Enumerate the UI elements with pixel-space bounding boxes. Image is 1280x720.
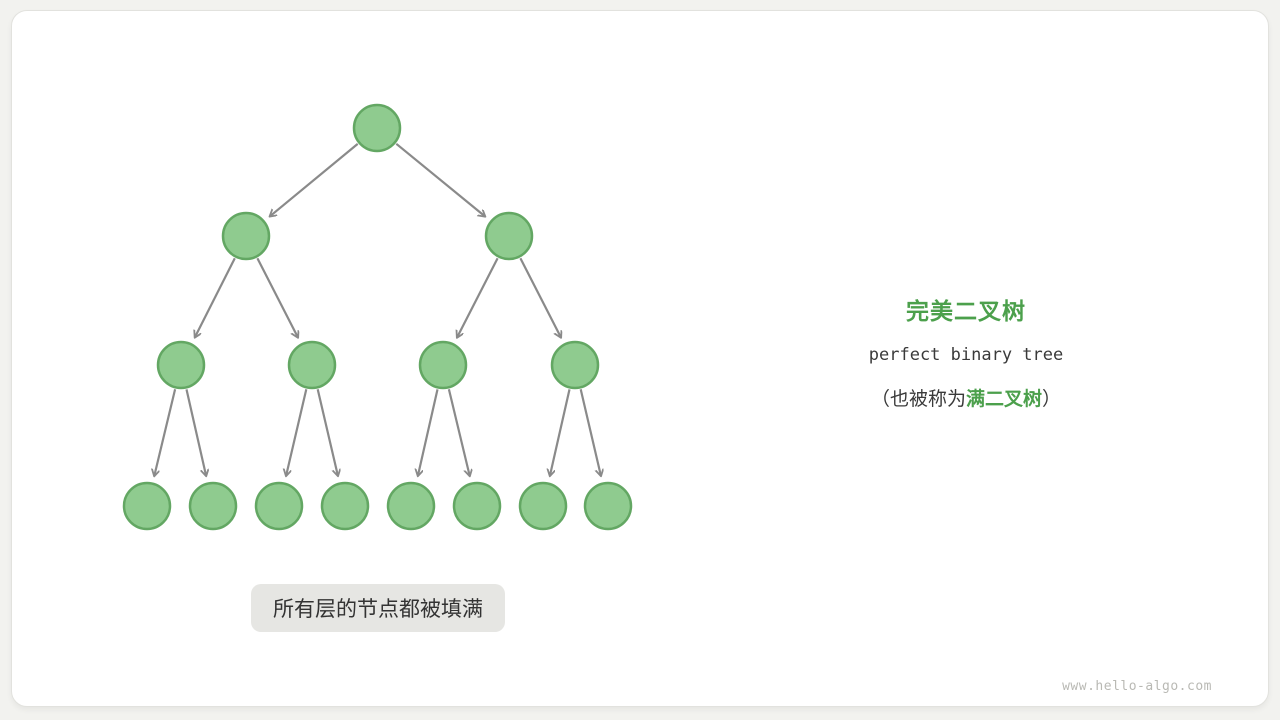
note-suffix: ） xyxy=(1042,389,1062,410)
tree-edge xyxy=(519,257,561,337)
tree-node xyxy=(122,481,172,531)
note-bold-term: 满二叉树 xyxy=(965,389,1042,410)
tree-subtitle-en: perfect binary tree xyxy=(868,345,1064,365)
tree-node xyxy=(188,481,238,531)
tree-node xyxy=(156,340,206,390)
tree-edge xyxy=(550,389,571,475)
legend-panel: 完美二叉树 perfect binary tree （也被称为满二叉树） xyxy=(790,292,1142,411)
tree-node xyxy=(518,481,568,531)
tree-edge xyxy=(316,389,338,476)
tree-node xyxy=(484,211,534,261)
tree-edge xyxy=(286,389,308,476)
tree-edge xyxy=(447,389,470,476)
tree-alias-note: （也被称为满二叉树） xyxy=(790,384,1142,411)
tree-node xyxy=(320,481,370,531)
caption-box: 所有层的节点都被填满 xyxy=(251,584,505,632)
tree-node xyxy=(418,340,468,390)
caption-text: 所有层的节点都被填满 xyxy=(273,598,483,621)
tree-edge xyxy=(395,142,485,217)
tree-nodes xyxy=(122,103,633,531)
tree-node xyxy=(452,481,502,531)
tree-edge xyxy=(418,389,439,475)
tree-node xyxy=(352,103,402,153)
tree-edge xyxy=(185,389,207,475)
binary-tree-diagram xyxy=(122,103,633,531)
tree-node xyxy=(550,340,600,390)
card xyxy=(11,10,1269,707)
tree-edge xyxy=(256,257,298,337)
tree-title: 完美二叉树 xyxy=(906,298,1026,324)
watermark: www.hello-algo.com xyxy=(1062,679,1212,694)
tree-edge xyxy=(457,257,499,337)
tree-node xyxy=(287,340,337,390)
tree-node xyxy=(386,481,436,531)
tree-edge xyxy=(579,389,601,476)
tree-node xyxy=(254,481,304,531)
note-prefix: （也被称为 xyxy=(870,389,966,410)
tree-node xyxy=(221,211,271,261)
tree-edge xyxy=(154,389,177,476)
tree-edge xyxy=(270,143,359,216)
tree-edges xyxy=(154,142,601,476)
tree-edge xyxy=(195,257,236,337)
tree-node xyxy=(583,481,633,531)
